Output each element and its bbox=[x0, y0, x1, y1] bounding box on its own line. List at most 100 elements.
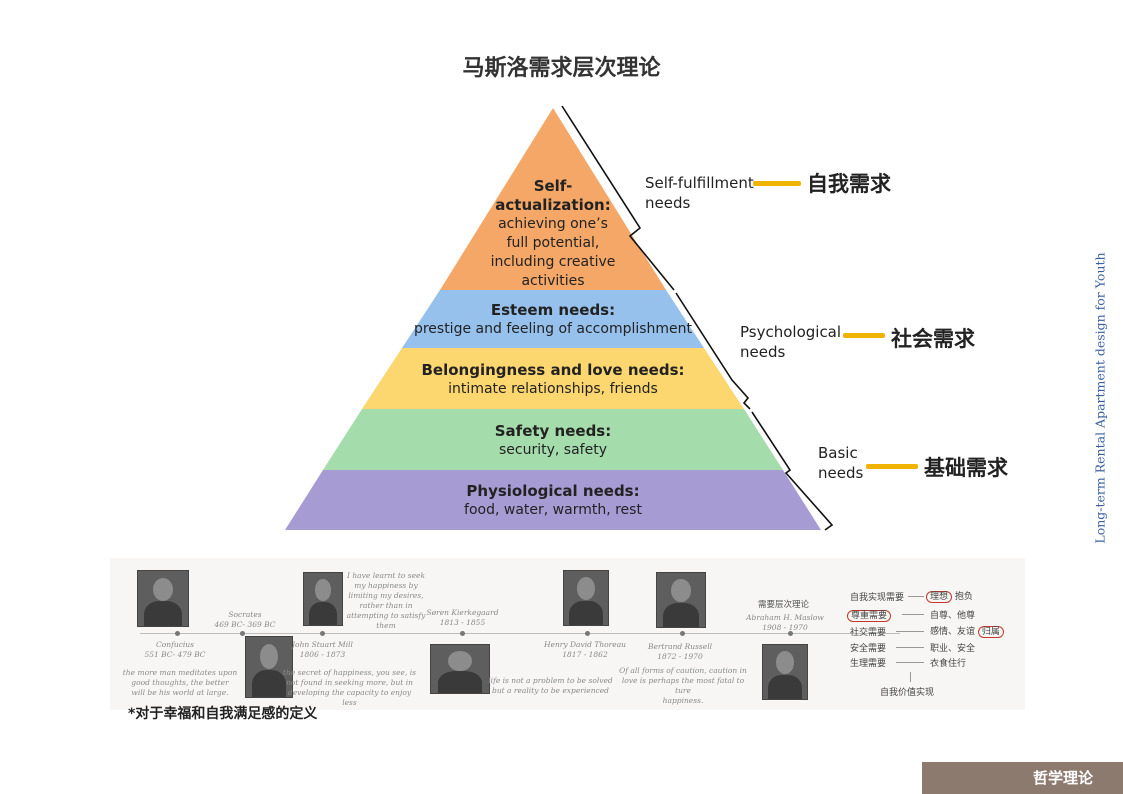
timeline-dot bbox=[320, 631, 325, 636]
portrait-torso bbox=[662, 602, 700, 627]
portrait-head bbox=[259, 644, 279, 670]
years-line: 469 BC- 369 BC bbox=[214, 620, 276, 629]
group-label-line: needs bbox=[645, 194, 691, 212]
quote-line: Of all forms of caution, caution in bbox=[619, 666, 747, 675]
need-value: 自尊、他尊 bbox=[930, 608, 975, 621]
maslow-heading: 需要层次理论 bbox=[758, 600, 810, 610]
name-line: Søren Kierkegaard bbox=[426, 608, 499, 617]
need-connector bbox=[896, 647, 924, 648]
need-name: 自我实现需要 bbox=[850, 593, 905, 603]
level-text-belongingness: Belongingness and love needs: intimate r… bbox=[393, 361, 713, 399]
need-value-text: 感情、友谊 bbox=[930, 627, 976, 637]
need-name-circled: 尊重需要 bbox=[847, 610, 892, 622]
portrait-head bbox=[448, 650, 472, 671]
need-value-text: 自尊、他尊 bbox=[930, 611, 976, 621]
pyramid-level-belongingness bbox=[362, 348, 744, 409]
level-desc: full potential, bbox=[506, 235, 600, 251]
pyramid-level-safety bbox=[323, 409, 783, 470]
bracket-psychological bbox=[675, 292, 751, 410]
timeline-dot bbox=[788, 631, 793, 636]
name-line: John Stuart Mill bbox=[292, 640, 353, 649]
level-title: Belongingness and love needs: bbox=[421, 361, 685, 379]
portrait-torso bbox=[308, 601, 338, 625]
level-title: Esteem needs: bbox=[490, 301, 616, 319]
portrait-torso bbox=[437, 671, 483, 693]
level-desc: security, safety bbox=[499, 442, 607, 458]
portrait-kierkegaard bbox=[430, 644, 490, 694]
timeline-dot bbox=[175, 631, 180, 636]
portrait-mill bbox=[303, 572, 343, 626]
level-desc: intimate relationships, friends bbox=[448, 381, 658, 397]
group-cn-self: 自我需求 bbox=[807, 171, 891, 196]
group-label-basic: Basic needs bbox=[818, 443, 863, 483]
person-quote: Of all forms of caution, caution in love… bbox=[618, 666, 748, 706]
group-label-line: needs bbox=[740, 343, 786, 361]
person-quote: life is not a problem to be solved but a… bbox=[488, 676, 613, 696]
pyramid-level-physiological bbox=[285, 470, 821, 530]
level-text-physiological: Physiological needs: food, water, warmth… bbox=[433, 482, 673, 520]
timeline-dot bbox=[240, 631, 245, 636]
page-title: 马斯洛需求层次理论 bbox=[462, 55, 661, 81]
level-desc: prestige and feeling of accomplishment bbox=[413, 321, 693, 337]
level-title: Physiological needs: bbox=[466, 482, 640, 500]
timeline-dot bbox=[680, 631, 685, 636]
level-text-self-actualization: Self- actualization: achieving one’s ful… bbox=[478, 177, 628, 291]
level-desc: food, water, warmth, rest bbox=[464, 502, 642, 518]
portrait-torso bbox=[144, 601, 182, 626]
need-item: 社交需要 bbox=[850, 625, 886, 638]
group-cn-social: 社会需求 bbox=[891, 326, 975, 351]
portrait-head bbox=[577, 577, 595, 601]
needs-footer: 自我价值实现 bbox=[880, 688, 935, 698]
years-line: 551 BC- 479 BC bbox=[144, 650, 206, 659]
person-name: Abraham H. Maslow 1908 - 1970 bbox=[745, 613, 825, 633]
quote-line: rather than in bbox=[359, 601, 413, 610]
name-line: Abraham H. Maslow bbox=[746, 613, 824, 622]
level-title: Safety needs: bbox=[494, 422, 612, 440]
quote-line: the more man meditates upon bbox=[122, 668, 238, 677]
group-connector-bar bbox=[843, 333, 885, 338]
quote-line: love is perhaps the most fatal to ture bbox=[621, 676, 745, 695]
person-quote: I have learnt to seek my happiness by li… bbox=[346, 571, 426, 631]
person-name: Bertrand Russell 1872 - 1970 bbox=[640, 642, 720, 662]
group-label-line: Self-fulfillment bbox=[645, 174, 754, 192]
need-value: 衣食住行 bbox=[930, 656, 966, 669]
pyramid-level-self-actualization bbox=[440, 108, 666, 290]
pyramid-level-esteem bbox=[402, 290, 704, 348]
need-footer-connector bbox=[910, 672, 911, 682]
group-label-self-fulfillment: Self-fulfillment needs bbox=[645, 173, 754, 213]
quote-line: limiting my desires, bbox=[348, 591, 424, 600]
need-value: 理想 抱负 bbox=[926, 589, 973, 603]
person-name: Socrates 469 BC- 369 BC bbox=[210, 610, 280, 630]
need-name: 安全需要 bbox=[850, 644, 887, 654]
footnote: *对于幸福和自我满足感的定义 bbox=[128, 706, 318, 722]
need-item: 自我实现需要 bbox=[850, 590, 904, 603]
level-text-safety: Safety needs: security, safety bbox=[453, 422, 653, 460]
need-value-extra: 抱负 bbox=[954, 592, 973, 602]
quote-line: developing the capacity to enjoy less bbox=[287, 688, 412, 707]
group-connector-bar bbox=[753, 181, 801, 186]
name-line: Socrates bbox=[228, 610, 262, 619]
group-cn-basic: 基础需求 bbox=[924, 455, 1008, 480]
portrait-head bbox=[153, 577, 173, 601]
years-line: 1813 - 1855 bbox=[439, 618, 486, 627]
portrait-maslow bbox=[762, 644, 808, 700]
years-line: 1908 - 1970 bbox=[762, 623, 808, 632]
timeline-dot bbox=[460, 631, 465, 636]
quote-line: will be his world at large. bbox=[131, 688, 229, 697]
portrait-torso bbox=[569, 600, 603, 625]
quote-line: attempting to satisfy bbox=[346, 611, 426, 620]
group-connector-bar bbox=[866, 464, 918, 469]
level-title: Self- bbox=[533, 177, 573, 195]
portrait-thoreau bbox=[563, 570, 609, 626]
need-name: 生理需要 bbox=[850, 659, 887, 669]
level-text-esteem: Esteem needs: prestige and feeling of ac… bbox=[403, 301, 703, 339]
level-desc: activities bbox=[521, 273, 585, 289]
person-name: Confucius 551 BC- 479 BC bbox=[130, 640, 220, 660]
need-value-text: 职业、安全 bbox=[930, 644, 976, 654]
need-value-circled: 归属 bbox=[977, 626, 1004, 638]
portrait-socrates bbox=[245, 636, 293, 698]
quote-line: I have learnt to seek bbox=[346, 571, 425, 580]
timeline-axis bbox=[140, 633, 900, 634]
quote-line: life is not a problem to be solved bbox=[488, 676, 613, 685]
